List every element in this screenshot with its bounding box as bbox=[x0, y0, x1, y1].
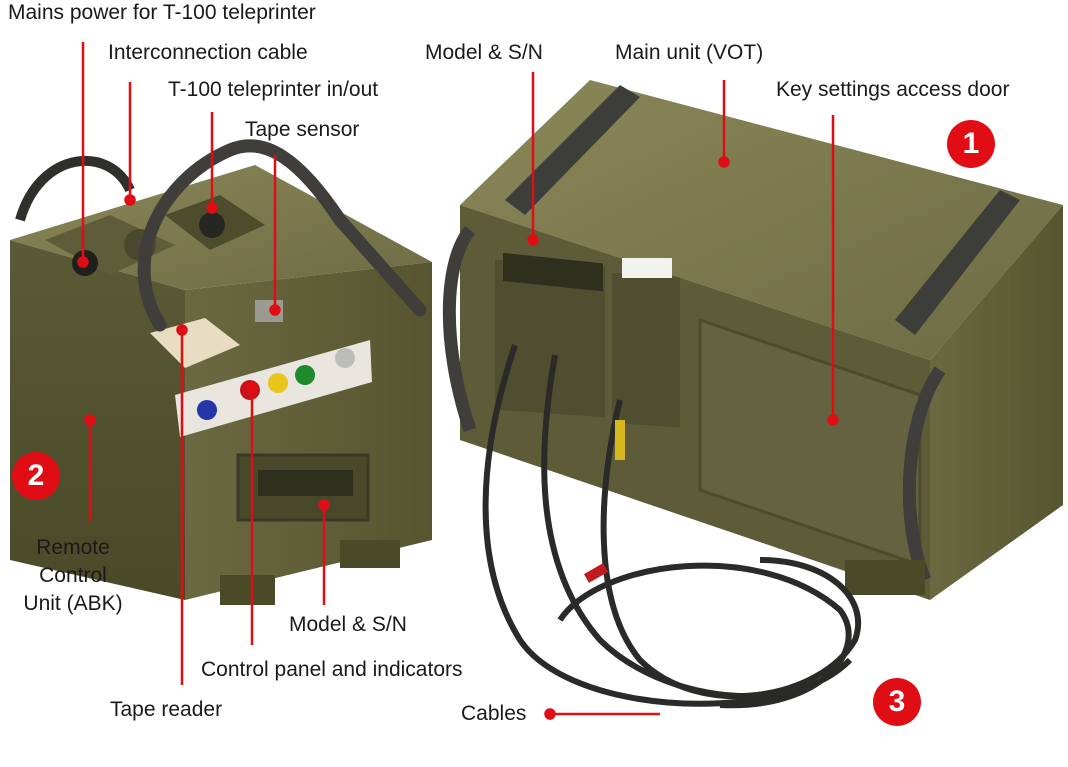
label-tape-reader: Tape reader bbox=[110, 698, 223, 721]
dot-remote-unit bbox=[84, 414, 96, 426]
vot-connector-panel-right bbox=[612, 272, 680, 428]
dot-model-sn-bottom bbox=[318, 499, 330, 511]
vot-model-plate bbox=[503, 252, 603, 292]
label-cables: Cables bbox=[461, 702, 527, 725]
abk-carry-handle bbox=[137, 139, 427, 332]
remote-control-unit bbox=[10, 139, 432, 605]
dot-tape-reader bbox=[176, 324, 188, 336]
cable-3 bbox=[600, 399, 862, 700]
label-model-sn-bottom: Model & S/N bbox=[289, 613, 407, 636]
dot-tape-sensor bbox=[269, 304, 281, 316]
abk-cable-loop bbox=[15, 155, 135, 222]
label-mains-power: Mains power for T-100 teleprinter bbox=[8, 1, 316, 24]
dot-key-settings bbox=[827, 414, 839, 426]
vot-handle-left bbox=[442, 225, 477, 433]
label-remote-line1: Remote bbox=[36, 536, 110, 559]
badge-main-unit: 1 bbox=[947, 120, 995, 168]
vot-white-label bbox=[622, 258, 672, 278]
indicator-blue bbox=[197, 400, 217, 420]
label-teleprinter-io: T-100 teleprinter in/out bbox=[168, 78, 379, 101]
cable-yellow-sleeve bbox=[615, 420, 625, 460]
vot-side-face bbox=[930, 205, 1063, 600]
dot-control-panel bbox=[246, 382, 258, 394]
dot-mains-power bbox=[77, 256, 89, 268]
dot-interconnection bbox=[124, 194, 136, 206]
label-remote-line3: Unit (ABK) bbox=[23, 592, 123, 615]
vot-top-face bbox=[460, 80, 1063, 360]
label-model-sn-top: Model & S/N bbox=[425, 41, 543, 64]
dot-teleprinter-io bbox=[206, 202, 218, 214]
indicator-yellow bbox=[268, 373, 288, 393]
dot-model-sn-top bbox=[527, 234, 539, 246]
cable-red-plug bbox=[583, 563, 609, 583]
teleprinter-socket bbox=[199, 212, 225, 238]
indicator-grey bbox=[335, 348, 355, 368]
label-remote-line2: Control bbox=[39, 564, 107, 587]
vot-connector-panel-left bbox=[495, 259, 605, 418]
vot-foot bbox=[845, 560, 925, 595]
main-unit bbox=[442, 80, 1063, 600]
abk-foot-right bbox=[340, 540, 400, 568]
indicator-green bbox=[295, 365, 315, 385]
label-key-settings: Key settings access door bbox=[776, 78, 1010, 101]
cable-coil bbox=[557, 562, 852, 709]
vot-handle-right bbox=[902, 366, 946, 583]
cable-1 bbox=[482, 344, 801, 707]
vot-rail-left bbox=[505, 85, 640, 215]
abk-foot-left bbox=[220, 575, 275, 605]
label-tape-sensor: Tape sensor bbox=[245, 118, 360, 141]
label-interconnection-cable: Interconnection cable bbox=[108, 41, 308, 64]
tape-reader-block bbox=[150, 318, 240, 368]
abk-model-plate bbox=[258, 470, 353, 496]
dot-main-unit bbox=[718, 156, 730, 168]
cables bbox=[482, 344, 862, 709]
badge-cables: 3 bbox=[873, 678, 921, 726]
label-control-panel: Control panel and indicators bbox=[201, 658, 463, 681]
vot-rail-right bbox=[895, 190, 1020, 335]
label-main-unit: Main unit (VOT) bbox=[615, 41, 764, 64]
dot-cables bbox=[544, 708, 556, 720]
callout-leaders bbox=[77, 42, 839, 720]
label-remote-unit: Remote Control Unit (ABK) bbox=[18, 534, 128, 618]
abk-front-face bbox=[10, 240, 185, 600]
badge-remote-unit: 2 bbox=[12, 452, 60, 500]
